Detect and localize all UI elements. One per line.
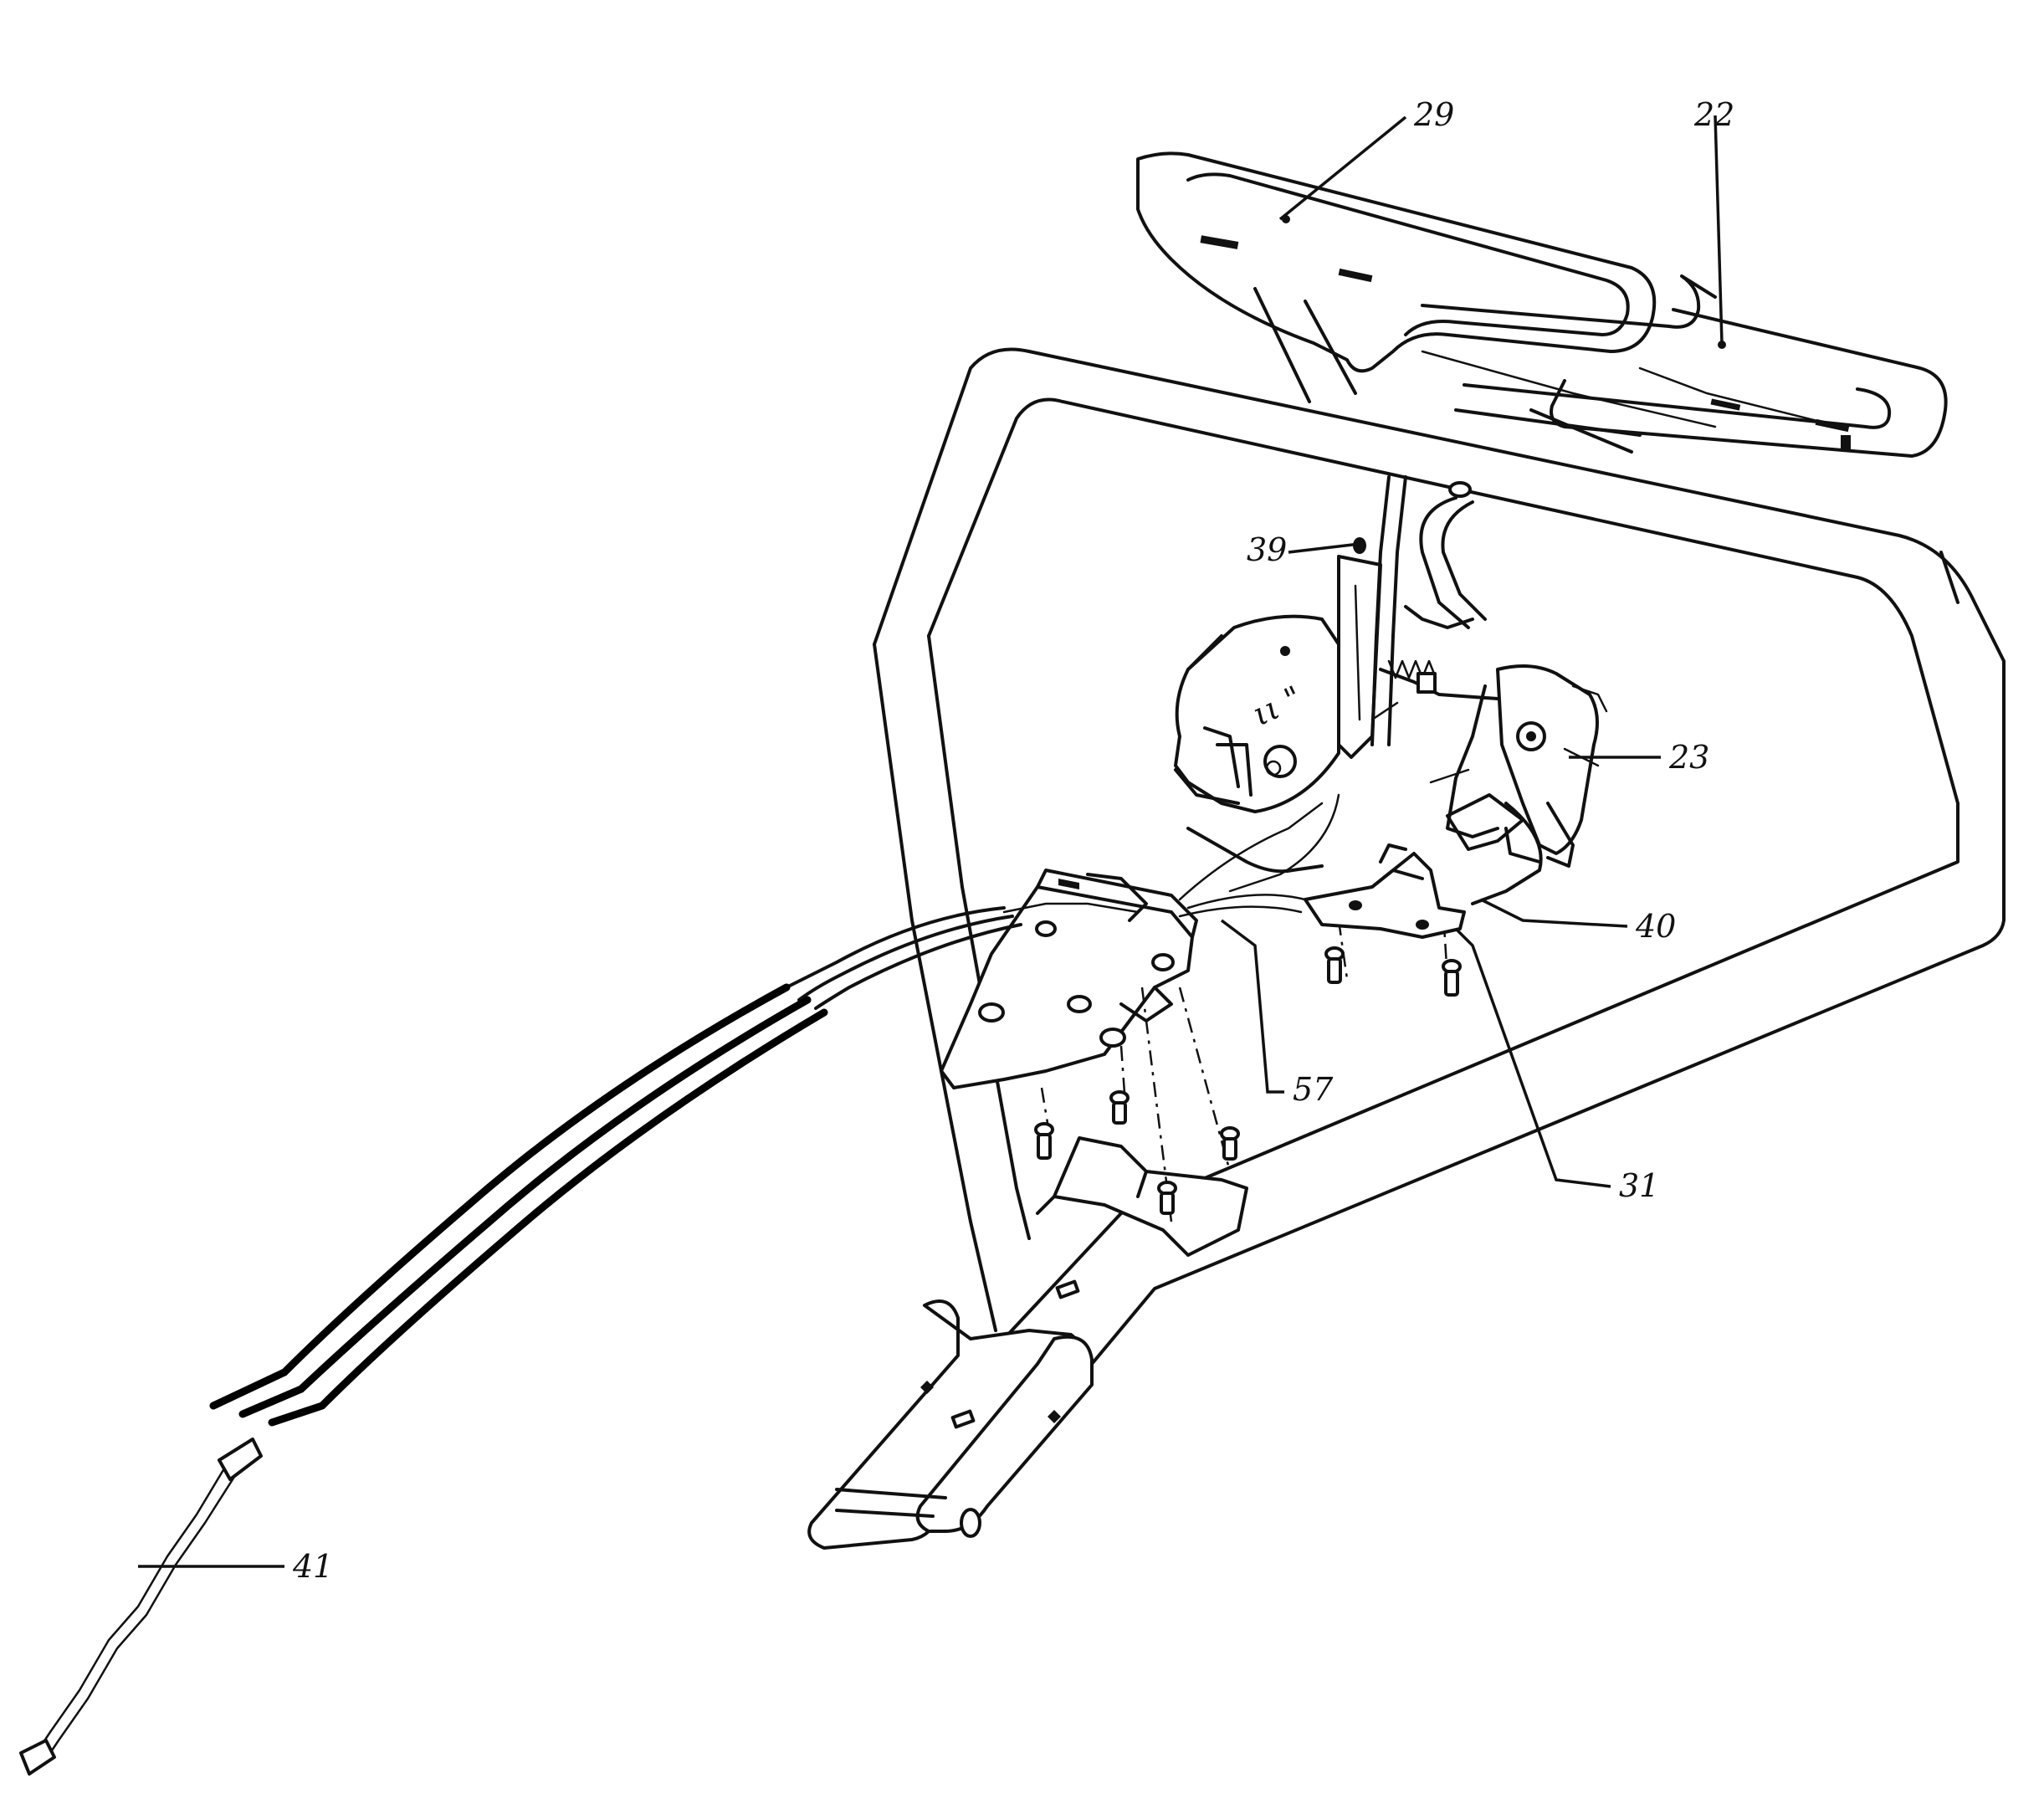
- main-frame: [873, 347, 2006, 1416]
- handle-assembly: [1136, 151, 1948, 458]
- leader-lines: [138, 115, 1724, 1568]
- lever-mechanism: [1429, 664, 1608, 868]
- label-57: 57: [1293, 1071, 1334, 1108]
- cable-end: [19, 1438, 263, 1776]
- reference-labels: 29 22 39 23 40 57 31 41: [292, 96, 1734, 1585]
- cable-bundle: [209, 802, 1324, 1427]
- lower-bracket: [1036, 1136, 1248, 1257]
- switch-bracket: [1304, 843, 1466, 939]
- control-stem: [1337, 475, 1487, 759]
- hinge-bracket: [807, 1279, 1094, 1550]
- label-22: 22: [1693, 96, 1734, 133]
- label-40: 40: [1635, 908, 1676, 945]
- label-29: 29: [1413, 96, 1454, 133]
- label-41: 41: [292, 1548, 333, 1585]
- spring-detail: [1370, 605, 1499, 721]
- label-23: 23: [1668, 739, 1709, 776]
- label-39: 39: [1247, 531, 1287, 568]
- label-31: 31: [1619, 1167, 1659, 1204]
- control-unit: ιι ": [1174, 614, 1543, 905]
- screws: [1034, 911, 1462, 1222]
